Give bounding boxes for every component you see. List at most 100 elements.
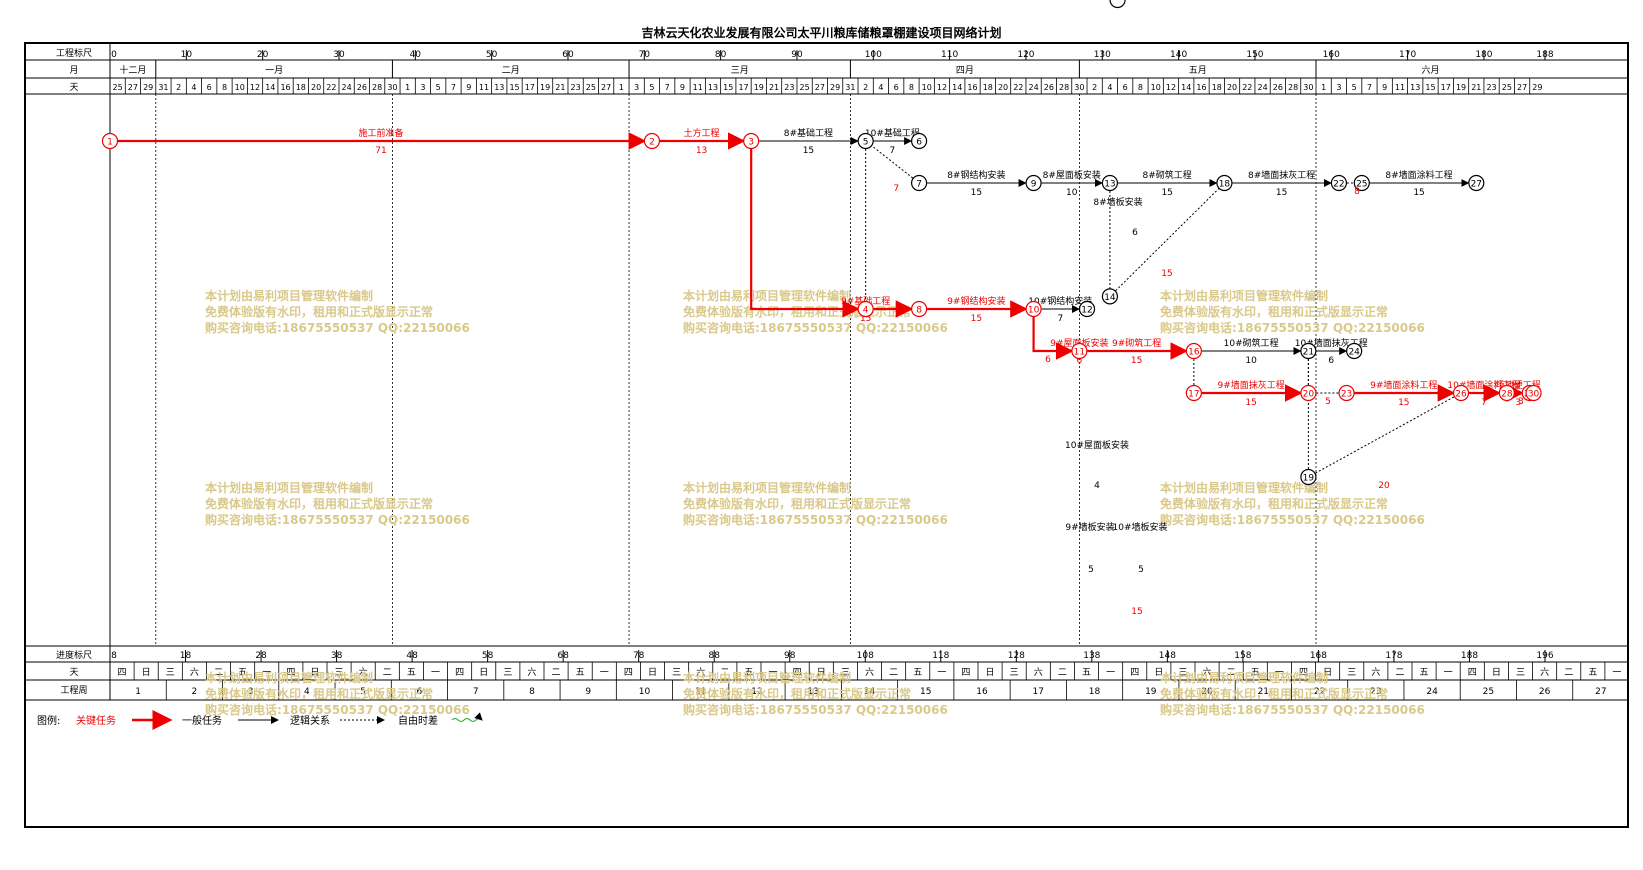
activity-duration: 15 [860,314,871,324]
event-node-label: 21 [1303,348,1314,358]
week-label: 7 [473,687,479,697]
weekday-label: 三 [841,668,850,678]
day-label: 29 [1532,83,1542,92]
progress-tick-label: 196 [1536,651,1553,661]
annotation-text: 6 [1045,355,1051,365]
event-node [1109,0,1126,9]
watermark-text: 本计划由易利项目管理软件编制 [1160,288,1328,303]
day-label: 3 [634,83,639,92]
watermark-text: 购买咨询电话:18675550537 QQ:22150066 [683,320,948,335]
month-label: 三月 [731,65,749,76]
annotation-text: 4 [1094,481,1100,491]
weekday-label: 三 [503,668,512,678]
day-label: 13 [708,83,718,92]
day-label: 10 [1151,83,1161,92]
weekday-label: 二 [1227,668,1236,678]
progress-tick-label: 98 [784,651,796,661]
day-label: 4 [191,83,196,92]
weekday-label: 一 [600,668,609,678]
day-label: 8 [909,83,914,92]
weekday-label: 四 [793,668,802,678]
scale-tick-label: 160 [1323,50,1340,60]
day-label: 28 [1288,83,1298,92]
day-label: 12 [1166,83,1176,92]
watermark-text: 本计划由易利项目管理软件编制 [205,670,373,685]
weekday-label: 五 [407,668,416,678]
weekday-label: 三 [1347,668,1356,678]
event-node [1025,300,1042,318]
event-node-label: 15 [1112,0,1123,3]
activity-name: 10#基础工程 [865,127,920,139]
day-label: 26 [357,83,367,92]
week-label: 14 [864,687,876,697]
event-node [910,132,928,150]
event-node-label: 19 [1303,474,1315,484]
day-label: 6 [207,83,212,92]
watermark-text: 购买咨询电话:18675550537 QQ:22150066 [683,512,948,527]
event-node [857,300,874,318]
scale-tick-label: 180 [1475,50,1492,60]
event-node [1300,342,1317,360]
event-node [1300,468,1317,486]
weekday-label: 六 [1540,666,1549,678]
week-label: 24 [1426,687,1438,697]
day-label: 7 [451,83,456,92]
weekday-label: 三 [1516,668,1525,678]
week-label: 9 [585,687,591,697]
event-node [1025,174,1042,192]
event-node-label: 27 [1471,180,1482,190]
week-label: 27 [1595,687,1606,697]
scale-tick-label: 170 [1399,50,1416,60]
event-node [1071,342,1088,360]
week-label: 25 [1483,687,1494,697]
watermark-text: 本计划由易利项目管理软件编制 [1160,480,1328,495]
day-label: 19 [1456,83,1466,92]
day-label: 2 [863,83,868,92]
event-node-label: 24 [1348,348,1360,358]
watermark-text: 免费体验版有水印，租用和正式版显示正常 [683,496,911,511]
week-label: 15 [920,687,931,697]
legend-label: 图例: [37,714,60,727]
event-node-label: 12 [1081,306,1092,316]
watermark-text: 免费体验版有水印，租用和正式版显示正常 [1160,496,1388,511]
weekday-label: 日 [648,667,657,678]
event-node [1101,288,1119,305]
day-label: 14 [1181,83,1191,92]
weekday-label: 五 [1082,668,1091,678]
activity-name: 8#墙面涂料工程 [1385,169,1452,181]
activity-duration: 15 [1398,398,1409,408]
day-label: 3 [420,83,425,92]
day-label: 19 [540,83,550,92]
progress-tick-label: 28 [255,651,267,661]
logic-link [865,140,920,184]
weekday-label: 四 [961,668,970,678]
day-label: 23 [571,83,581,92]
day-label: 15 [1425,83,1435,92]
week-label: 18 [1089,687,1101,697]
progress-tick-label: 188 [1461,651,1478,661]
weekday-label: 六 [527,666,536,678]
annotation-text: 6 [1132,228,1138,238]
weekday-label: 五 [1251,668,1260,678]
day-label: 24 [1257,83,1267,92]
weekday-label: 日 [986,667,995,678]
day-label: 25 [586,83,596,92]
month-label: 一月 [265,65,283,76]
day-label: 25 [113,83,123,92]
event-node-label: 6 [916,138,922,148]
weekday-label: 三 [335,668,344,678]
scale-tick-label: 130 [1094,50,1111,60]
scale-tick-label: 80 [715,50,727,60]
activity-duration: 10 [1245,356,1257,366]
day-label: 25 [1502,83,1512,92]
event-node-label: 18 [1219,180,1231,190]
day-label: 11 [693,83,703,92]
progress-tick-label: 168 [1310,651,1327,661]
watermark-text: 购买咨询电话:18675550537 QQ:22150066 [205,512,470,527]
month-label: 十二月 [119,64,146,76]
weekday-label: 四 [1299,668,1308,678]
progress-tick-label: 8 [111,651,117,661]
weekday-label: 一 [1106,668,1115,678]
weekday-label: 三 [1178,668,1187,678]
day-label: 6 [1123,83,1128,92]
